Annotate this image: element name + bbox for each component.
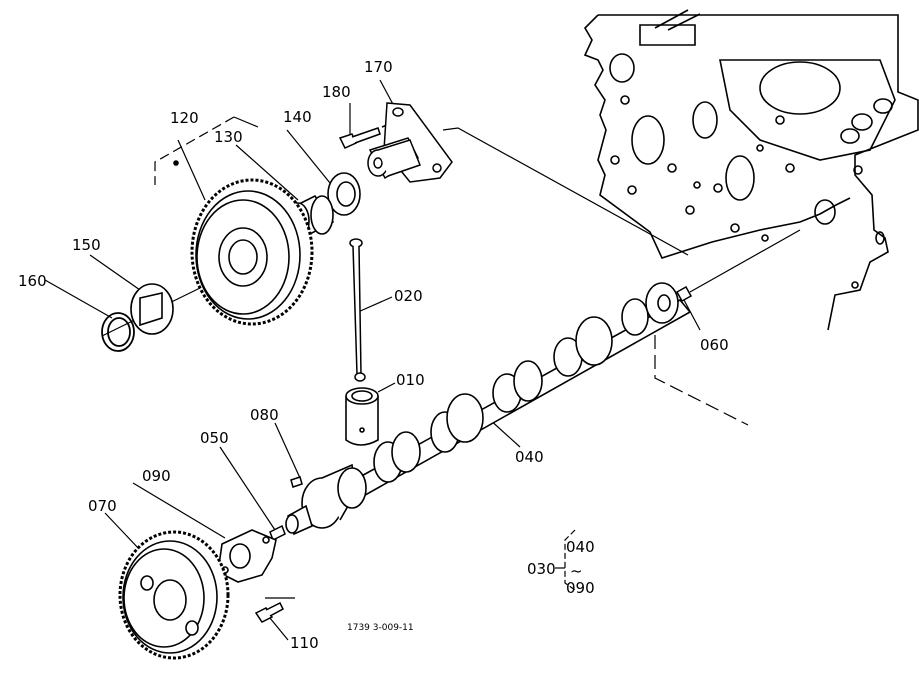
camshaft-040 xyxy=(285,282,692,536)
label-170: 170 xyxy=(364,58,393,76)
part-labels: 120 130 140 180 170 150 160 020 010 040 … xyxy=(18,58,729,652)
group-030-tilde: ~ xyxy=(570,562,583,580)
label-120: 120 xyxy=(170,109,199,127)
label-010: 010 xyxy=(396,371,425,389)
push-rod-020 xyxy=(349,238,366,382)
snap-ring-160 xyxy=(101,312,135,352)
label-030: 030 xyxy=(527,560,556,578)
group-030-bracket xyxy=(555,529,576,591)
engine-block xyxy=(583,9,919,331)
cam-gear-070 xyxy=(118,530,230,660)
label-020: 020 xyxy=(394,287,423,305)
figure-code: 1739 3-009-11 xyxy=(347,623,414,633)
bolt-110 xyxy=(254,601,284,623)
plug-060 xyxy=(675,285,693,303)
label-180: 180 xyxy=(322,83,351,101)
label-060: 060 xyxy=(700,336,729,354)
label-050: 050 xyxy=(200,429,229,447)
label-070: 070 xyxy=(88,497,117,515)
guide-lines xyxy=(44,79,801,641)
group-030-bottom: 090 xyxy=(566,579,595,597)
tappet-010 xyxy=(345,387,379,446)
key-080 xyxy=(290,476,303,488)
label-140: 140 xyxy=(283,108,312,126)
label-040: 040 xyxy=(515,448,544,466)
washer-150 xyxy=(130,283,174,335)
label-110: 110 xyxy=(290,634,319,652)
label-080: 080 xyxy=(250,406,279,424)
bolt-180 xyxy=(338,122,393,149)
label-130: 130 xyxy=(214,128,243,146)
plate-090 xyxy=(217,529,277,583)
group-030-top: 040 xyxy=(566,538,595,556)
washer-140 xyxy=(327,172,361,216)
bracket-170 xyxy=(367,102,453,183)
label-090: 090 xyxy=(142,467,171,485)
idler-gear-120 xyxy=(173,160,314,326)
label-160: 160 xyxy=(18,272,47,290)
pin-050 xyxy=(269,524,286,542)
label-150: 150 xyxy=(72,236,101,254)
